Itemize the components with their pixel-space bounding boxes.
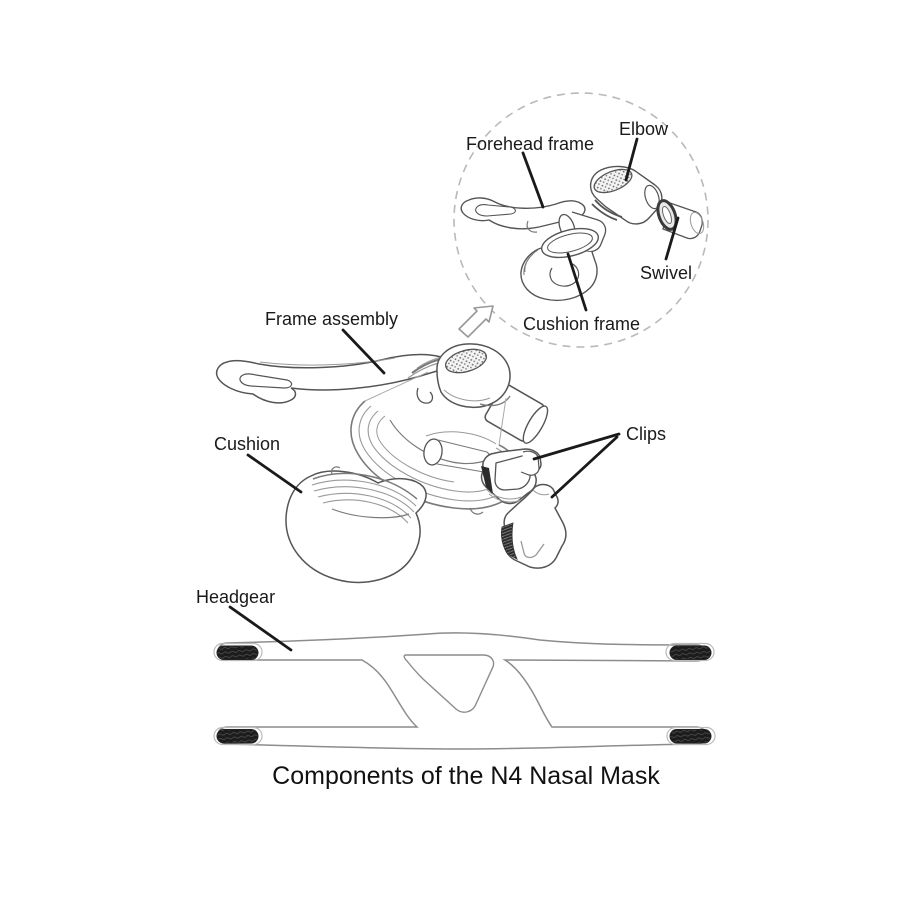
cushion-label: Cushion bbox=[214, 434, 280, 454]
clip-dark-edge bbox=[481, 466, 493, 494]
clip-upper-drawing bbox=[480, 448, 542, 505]
headgear-tab-top-right bbox=[669, 645, 712, 660]
clips-label: Clips bbox=[626, 424, 666, 444]
clip-lower-drawing bbox=[500, 483, 567, 569]
swivel-drawing bbox=[656, 199, 705, 240]
cushion-drawing bbox=[285, 466, 427, 584]
exploded-view: Forehead frame Elbow Swivel Cushion fram… bbox=[453, 92, 709, 348]
elbow-label: Elbow bbox=[619, 119, 669, 139]
diagram-caption: Components of the N4 Nasal Mask bbox=[272, 762, 660, 790]
headgear-leader bbox=[228, 605, 293, 652]
swivel-label: Swivel bbox=[640, 263, 692, 283]
cushion-frame-drawing bbox=[520, 227, 600, 302]
clips-leader-1 bbox=[532, 432, 621, 461]
headgear-drawing bbox=[213, 632, 716, 750]
frame-assembly-drawing bbox=[215, 343, 549, 515]
clips-leader-2 bbox=[550, 435, 619, 499]
cushion-frame-leader bbox=[566, 252, 588, 312]
frame-assembly-label: Frame assembly bbox=[265, 309, 398, 329]
elbow-leader bbox=[624, 137, 639, 182]
exploded-view-circle bbox=[453, 92, 709, 348]
headgear-tab-bottom-left bbox=[216, 729, 259, 744]
cushion-leader bbox=[246, 453, 303, 494]
elbow-drawing bbox=[590, 165, 663, 225]
headgear-label: Headgear bbox=[196, 587, 275, 607]
forehead-frame-leader bbox=[521, 151, 545, 209]
clip-ribbed-edge bbox=[500, 522, 518, 560]
cushion-frame-label: Cushion frame bbox=[523, 314, 640, 334]
headgear-tab-bottom-right bbox=[669, 729, 712, 744]
headgear-tab-top-left bbox=[216, 645, 259, 660]
zoom-arrow-icon bbox=[458, 305, 494, 338]
frame-assembly-leader bbox=[341, 328, 386, 375]
swivel-leader bbox=[664, 216, 680, 261]
forehead-frame-label: Forehead frame bbox=[466, 134, 594, 154]
